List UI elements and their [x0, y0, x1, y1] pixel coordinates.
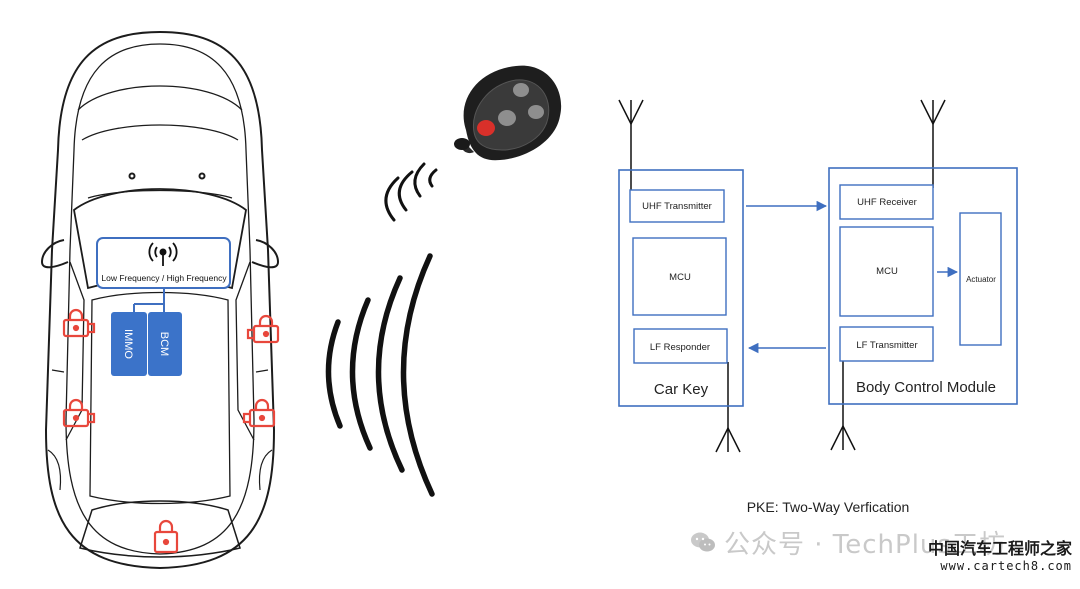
bcm-title: Body Control Module	[856, 379, 996, 396]
uhf-transmitter-block	[629, 189, 725, 223]
uhf-receiver-block	[839, 184, 934, 220]
watermark-text: 公众号 · TechPlus工坊	[724, 529, 1006, 560]
lock-icon-front-right	[246, 314, 280, 344]
lock-icon-trunk	[153, 519, 179, 554]
car-key-block	[618, 169, 744, 407]
bcm-module	[148, 312, 182, 376]
car-key-title: Car Key	[654, 381, 709, 398]
immo-module	[111, 312, 147, 376]
lf-transmitter-block	[839, 326, 934, 362]
bcm-mcu-label: MCU	[876, 266, 898, 277]
actuator-block	[959, 212, 1002, 346]
branding: 中国汽车工程师之家 www.cartech8.com	[928, 535, 1072, 573]
wechat-icon	[691, 532, 715, 552]
bcm-block	[828, 167, 1018, 405]
antenna-bcm-lf	[830, 360, 856, 451]
brand-name: 中国汽车工程师之家	[928, 539, 1073, 558]
uhf-transmitter-label: UHF Transmitter	[642, 201, 712, 212]
rf-panel-label: Low Frequency / High Frequency	[101, 273, 227, 283]
signal-waves-large	[325, 253, 435, 497]
uhf-receiver-label: UHF Receiver	[857, 197, 917, 208]
lock-icon-rear-left	[62, 398, 96, 428]
diagram-caption: PKE: Two-Way Verfication	[747, 499, 910, 515]
lf-responder-block	[633, 328, 728, 364]
lf-transmitter-label: LF Transmitter	[856, 340, 917, 351]
car-top-view	[40, 30, 280, 570]
key-fob-icon	[454, 65, 562, 161]
bcm-mcu-block	[839, 226, 934, 317]
antenna-bcm-uhf	[920, 99, 946, 188]
antenna-car-key-uhf	[618, 99, 644, 190]
watermark: 公众号 · TechPlus工坊	[690, 524, 1006, 560]
lock-icon-rear-right	[242, 398, 276, 428]
lock-icon-front-left	[62, 308, 96, 338]
lf-responder-label: LF Responder	[650, 342, 710, 353]
brand-url: www.cartech8.com	[940, 559, 1072, 573]
immo-label: IMMO	[122, 329, 134, 359]
antenna-car-key-lf	[715, 362, 741, 453]
signal-waves-small	[384, 162, 438, 222]
bcm-module-label: BCM	[158, 332, 170, 356]
antenna-icon	[148, 242, 178, 266]
car-key-mcu-label: MCU	[669, 272, 691, 283]
car-key-mcu-block	[632, 237, 727, 316]
actuator-label: Actuator	[966, 275, 996, 284]
